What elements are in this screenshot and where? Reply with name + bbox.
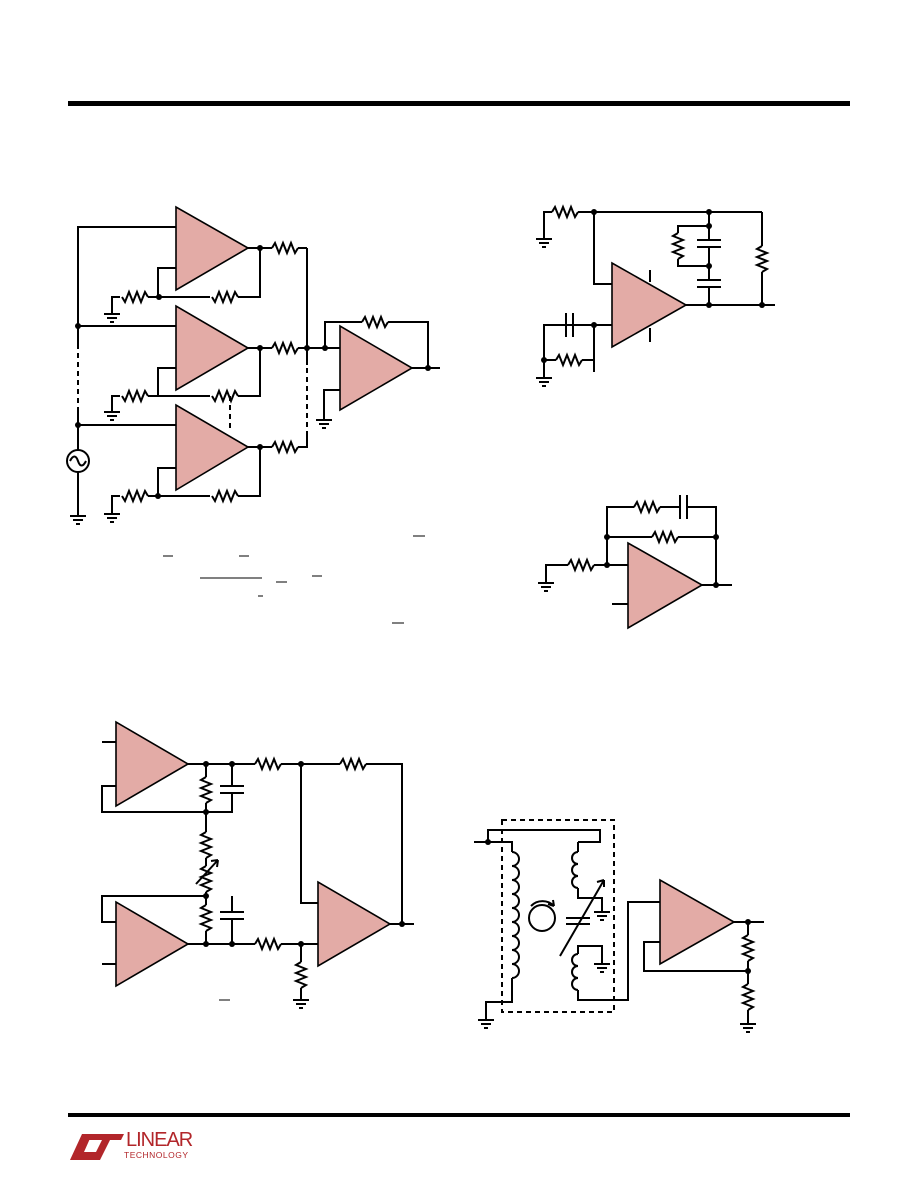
difference-amplifier	[317, 880, 392, 968]
sensor-amplifier	[659, 878, 736, 966]
summing-amplifier-circuit	[66, 205, 440, 624]
input-amplifier-2	[115, 900, 190, 988]
transformer-sensor-circuit	[474, 819, 764, 1033]
amplifier-1	[175, 205, 250, 292]
filter-amplifier	[611, 261, 688, 349]
rotation-icon	[528, 904, 556, 932]
lt-logo-icon	[70, 1134, 124, 1160]
instrumentation-amplifier-circuit	[101, 720, 414, 1009]
summing-amplifier	[339, 324, 414, 412]
sensor-enclosure	[501, 819, 615, 1013]
top-rule	[68, 101, 850, 106]
bottom-rule	[68, 1113, 850, 1117]
brand-name: LINEAR	[126, 1129, 193, 1151]
linear-technology-logo: LINEAR TECHNOLOGY	[66, 1130, 196, 1164]
ac-source-icon	[66, 449, 90, 473]
amplifier-2	[175, 304, 250, 392]
integrator-amplifier	[627, 541, 704, 630]
active-filter-circuit	[535, 204, 775, 387]
input-amplifier-1	[115, 720, 190, 808]
integrator-circuit	[537, 495, 732, 630]
amplifier-3	[175, 403, 250, 492]
brand-subtitle: TECHNOLOGY	[124, 1150, 189, 1160]
